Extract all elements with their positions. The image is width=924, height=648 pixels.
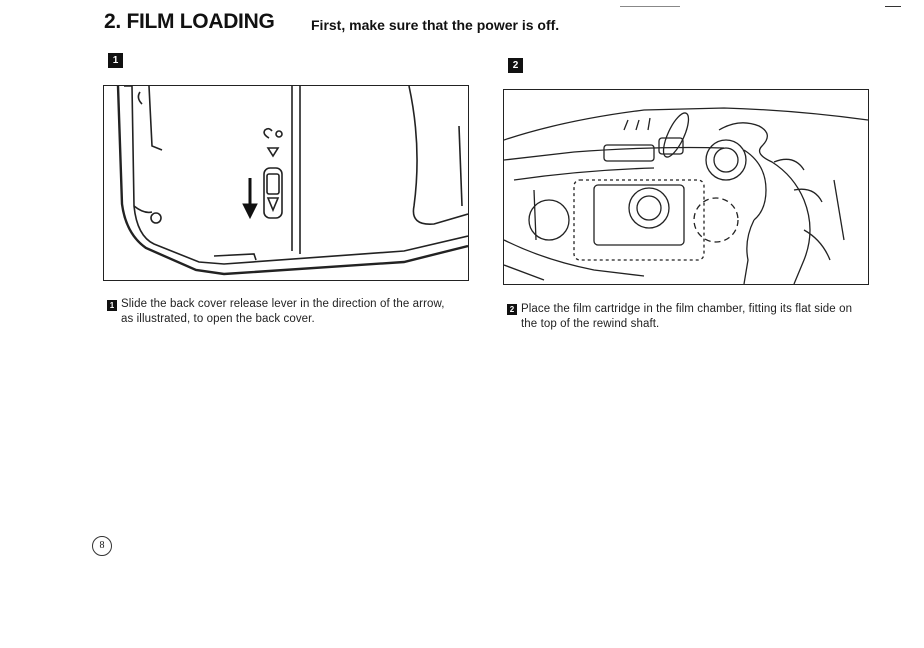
figure-2-caption: Place the film cartridge in the film cha… bbox=[521, 302, 856, 332]
top-rule-mark bbox=[620, 6, 680, 7]
section-subtitle: First, make sure that the power is off. bbox=[311, 17, 559, 33]
top-rule-mark bbox=[885, 6, 901, 7]
figure-1-caption: Slide the back cover release lever in th… bbox=[121, 297, 456, 327]
figure-1-illustration bbox=[103, 85, 469, 281]
back-cover-release-drawing bbox=[104, 86, 468, 280]
section-title: 2. FILM LOADING bbox=[104, 10, 275, 34]
figure-1-caption-badge: 1 bbox=[107, 300, 117, 311]
figure-2-badge: 2 bbox=[508, 58, 523, 73]
figure-2-caption-badge: 2 bbox=[507, 304, 517, 315]
figure-2-illustration bbox=[503, 89, 869, 285]
film-cartridge-drawing bbox=[504, 90, 868, 284]
page-number: 8 bbox=[92, 536, 112, 556]
figure-1-badge: 1 bbox=[108, 53, 123, 68]
